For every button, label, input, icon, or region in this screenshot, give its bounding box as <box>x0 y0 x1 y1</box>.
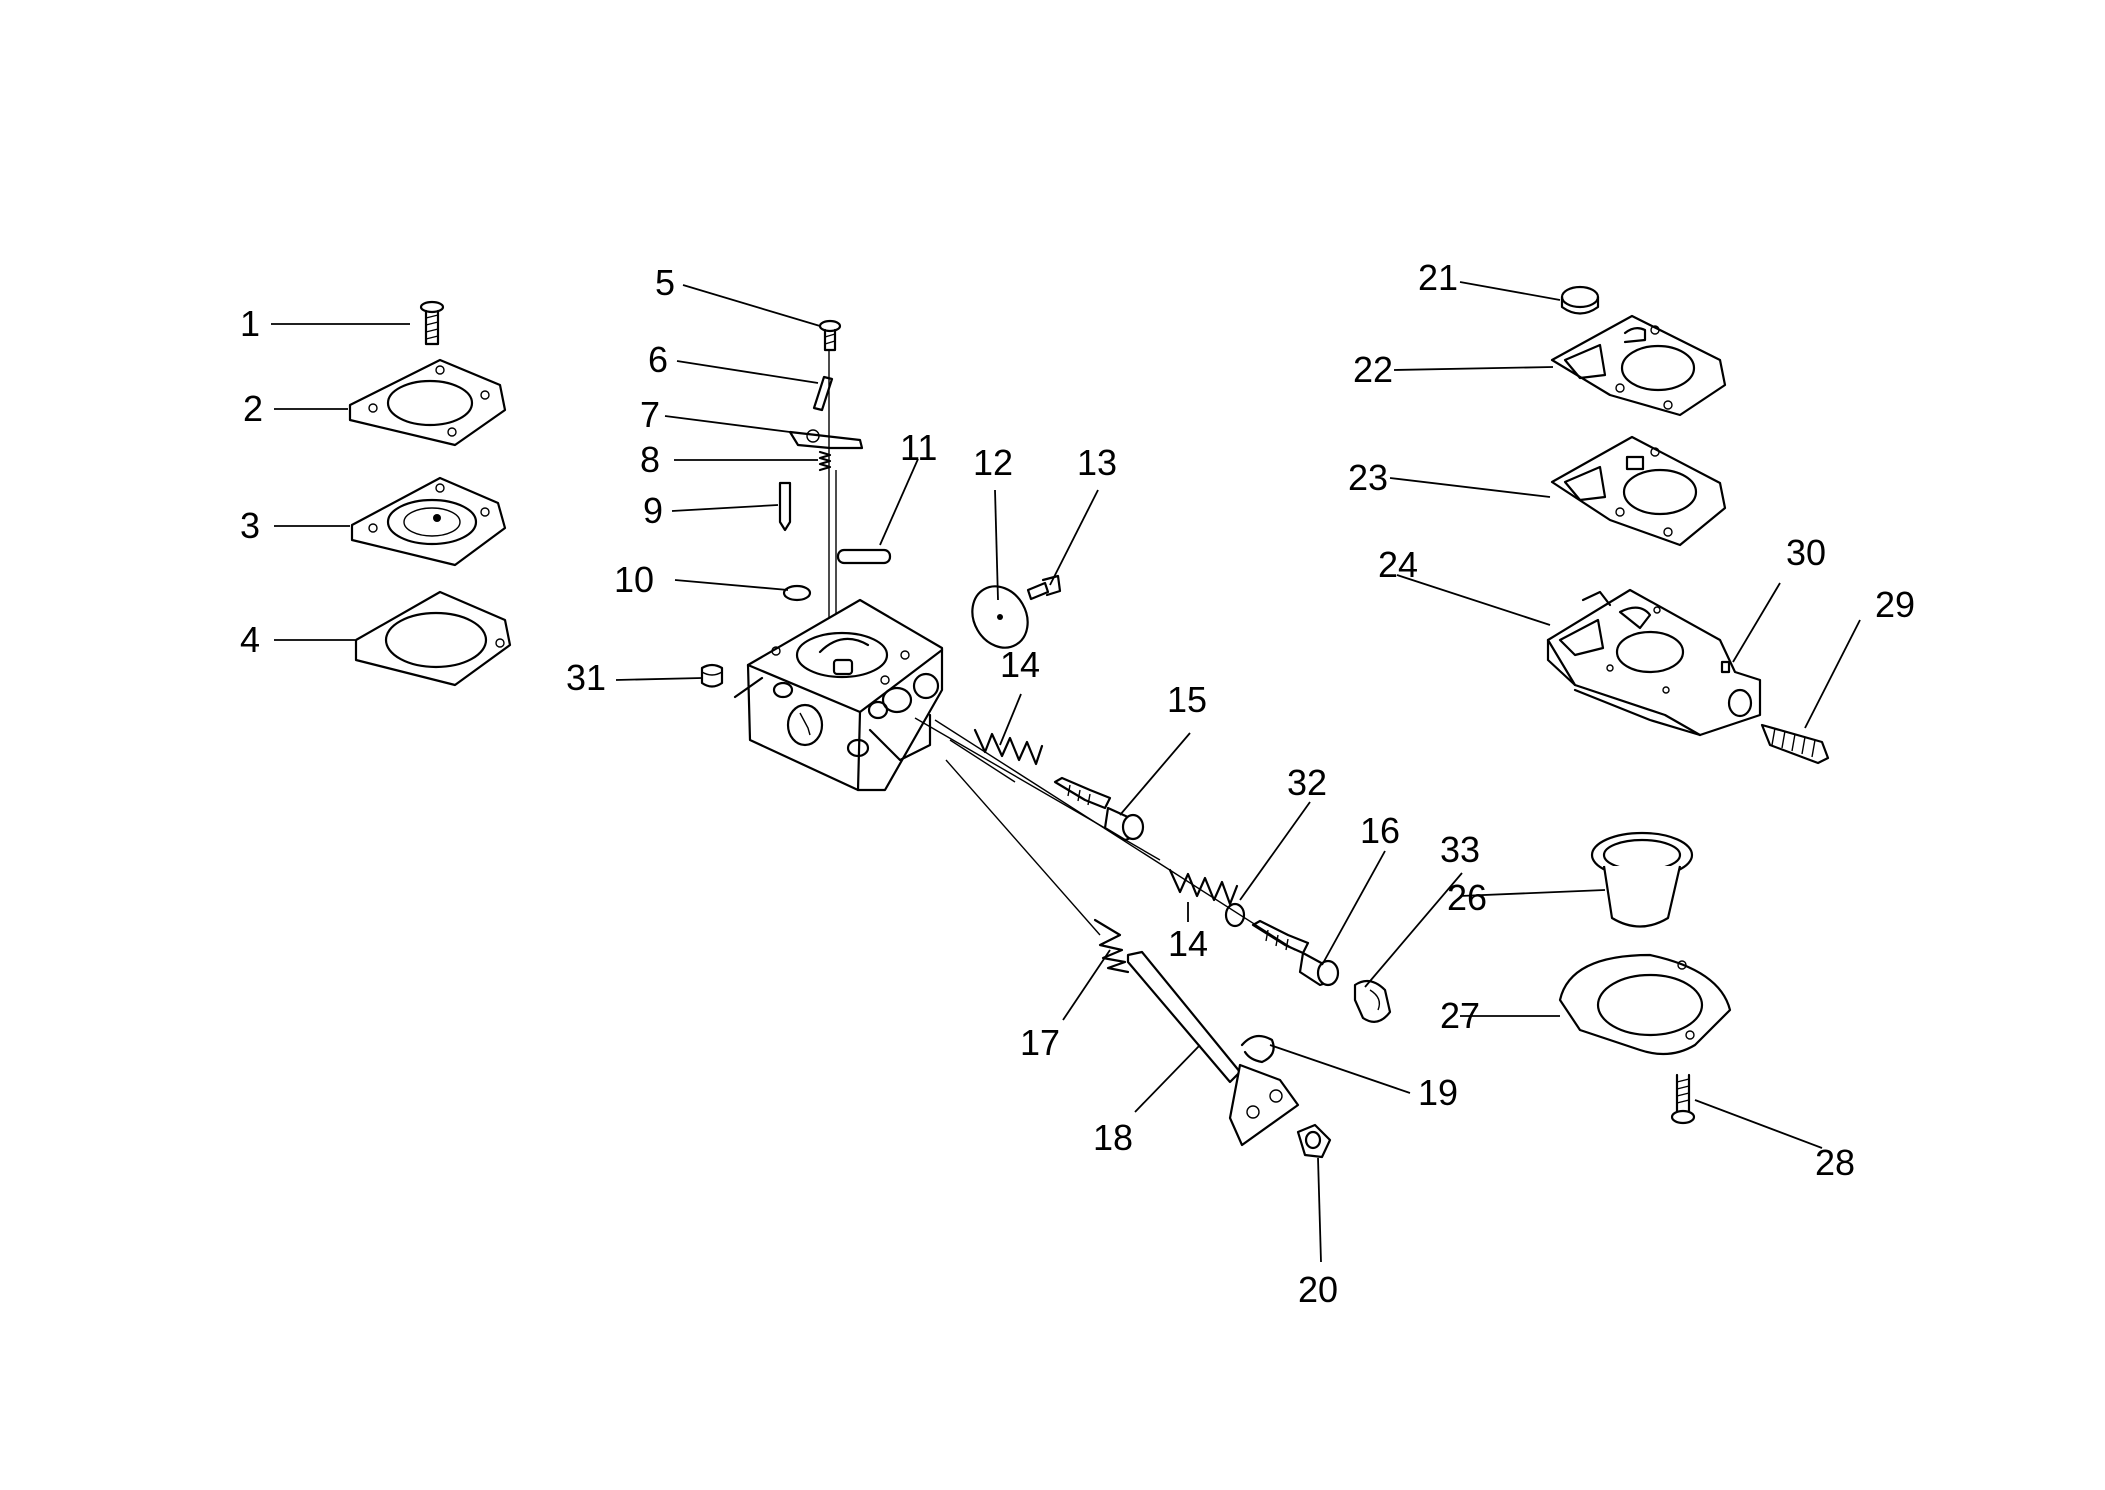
carburetor-body <box>733 598 944 792</box>
part-15-high-speed-needle <box>1053 776 1145 842</box>
callout-26: 26 <box>1447 877 1487 918</box>
part-23-diaphragm <box>1550 435 1727 547</box>
callout-24: 24 <box>1378 544 1418 585</box>
part-12-throttle-plate <box>971 585 1029 649</box>
callout-10: 10 <box>614 559 654 600</box>
part-20-nut <box>1296 1123 1332 1159</box>
callout-18: 18 <box>1093 1117 1133 1158</box>
callout-31: 31 <box>566 657 606 698</box>
callout-12: 12 <box>973 442 1013 483</box>
callout-32: 32 <box>1287 762 1327 803</box>
callout-14-upper: 14 <box>1000 644 1040 685</box>
part-3-pump-diaphragm <box>350 476 507 567</box>
pin-shaft-line <box>828 350 837 640</box>
callout-17: 17 <box>1020 1022 1060 1063</box>
part-26-primer-bulb <box>1590 831 1694 928</box>
callout-23: 23 <box>1348 457 1388 498</box>
callout-21: 21 <box>1418 257 1458 298</box>
callout-labels: 1 2 3 4 5 6 7 8 9 10 11 12 13 14 14 15 1… <box>240 257 1915 1310</box>
part-2-pump-cover <box>348 358 507 447</box>
part-28-screw <box>1670 1073 1696 1125</box>
callout-4: 4 <box>240 619 260 660</box>
part-5-screw <box>818 319 842 352</box>
part-18-throttle-shaft <box>1126 950 1300 1147</box>
callout-27: 27 <box>1440 995 1480 1036</box>
part-14-spring-lower <box>1168 868 1239 906</box>
part-21-filter <box>1560 285 1600 315</box>
callout-8: 8 <box>640 439 660 480</box>
part-30-check-valve <box>1720 660 1731 674</box>
part-24-metering-cover <box>1546 588 1762 737</box>
part-31-plug <box>700 663 724 688</box>
callout-15: 15 <box>1167 679 1207 720</box>
callout-16: 16 <box>1360 810 1400 851</box>
part-27-bulb-retainer <box>1558 953 1732 1056</box>
callout-30: 30 <box>1786 532 1826 573</box>
callout-11: 11 <box>900 427 937 468</box>
part-9-inlet-needle <box>778 481 792 532</box>
callout-3: 3 <box>240 505 260 546</box>
callout-7: 7 <box>640 394 660 435</box>
callout-33: 33 <box>1440 829 1480 870</box>
part-7-control-lever <box>788 429 864 450</box>
part-22-gasket <box>1550 314 1727 417</box>
callout-20: 20 <box>1298 1269 1338 1310</box>
leader-lines <box>271 281 1861 1263</box>
part-1-screw <box>419 300 445 346</box>
part-14-spring-upper <box>973 728 1044 766</box>
callout-29: 29 <box>1875 584 1915 625</box>
part-11-pin <box>836 548 892 565</box>
part-33-limiter-cap <box>1353 979 1392 1023</box>
callout-5: 5 <box>655 262 675 303</box>
part-10-o-ring <box>782 584 812 602</box>
part-17-return-spring <box>1093 918 1130 974</box>
part-13-screw <box>1026 574 1062 601</box>
callout-6: 6 <box>648 339 668 380</box>
part-32-o-ring <box>1224 902 1246 928</box>
part-29-screw <box>1760 723 1830 765</box>
callout-13: 13 <box>1077 442 1117 483</box>
callout-28: 28 <box>1815 1142 1855 1183</box>
callout-14-lower: 14 <box>1168 923 1208 964</box>
callout-19: 19 <box>1418 1072 1458 1113</box>
part-4-gasket <box>354 590 512 687</box>
callout-9: 9 <box>643 490 663 531</box>
part-19-clip <box>1240 1034 1275 1064</box>
callout-22: 22 <box>1353 349 1393 390</box>
callout-2: 2 <box>243 388 263 429</box>
needle-axis-lines <box>914 717 1296 951</box>
callout-1: 1 <box>240 303 260 344</box>
part-8-spring <box>818 450 832 472</box>
part-16-low-speed-needle <box>1251 919 1340 987</box>
